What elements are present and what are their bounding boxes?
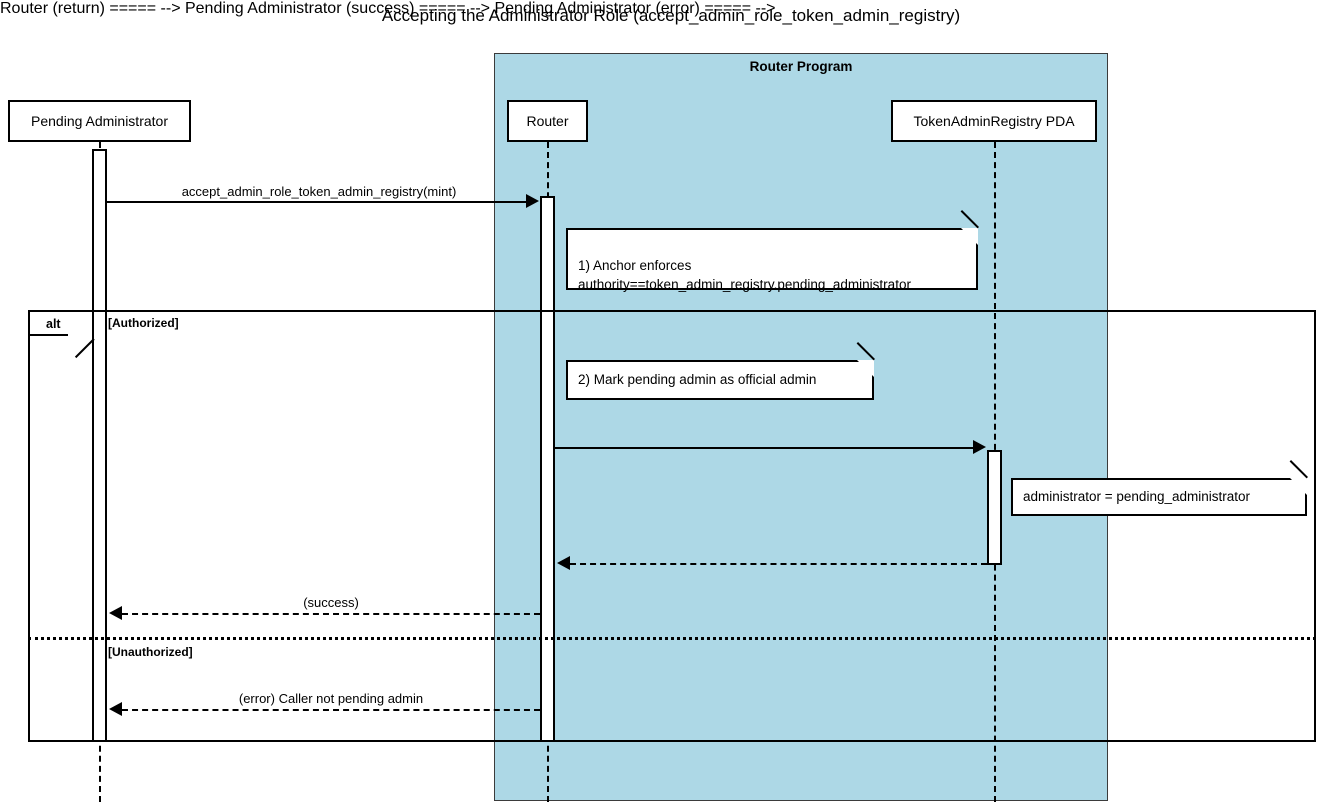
participant-token-admin-registry-pda[interactable]: TokenAdminRegistry PDA xyxy=(891,100,1097,142)
guard-label-unauthorized: [Unauthorized] xyxy=(108,645,193,659)
participant-router[interactable]: Router xyxy=(507,100,588,142)
message-arrowhead-m3 xyxy=(557,556,570,570)
note-mark-pending-admin-text: 2) Mark pending admin as official admin xyxy=(578,372,817,388)
message-label-m4: (success) xyxy=(303,595,359,610)
page-title: Accepting the Administrator Role (accept… xyxy=(381,6,961,25)
note-administrator-assignment-text: administrator = pending_administrator xyxy=(1023,489,1250,505)
message-arrowhead-m2 xyxy=(973,440,986,454)
note-fold-icon xyxy=(1290,478,1307,495)
message-label-m5: (error) Caller not pending admin xyxy=(238,691,424,706)
alt-fragment-operator-tag: alt xyxy=(28,310,95,359)
alt-tag-bottom-edge xyxy=(30,334,68,336)
activation-router xyxy=(540,196,555,742)
alt-fragment-divider xyxy=(28,637,1316,640)
activation-token-admin-registry-pda xyxy=(987,450,1002,565)
alt-operator-label: alt xyxy=(46,317,61,331)
guard-label-authorized: [Authorized] xyxy=(108,316,179,330)
alt-tag-corner-mask xyxy=(74,320,90,336)
message-line-m3 xyxy=(570,563,987,565)
message-line-m4 xyxy=(122,613,540,615)
note-anchor-enforces: 1) Anchor enforces authority==token_admi… xyxy=(566,210,979,293)
message-label-m1: accept_admin_role_token_admin_registry(m… xyxy=(181,184,457,199)
participant-label-router: Router xyxy=(526,113,569,129)
message-line-m2 xyxy=(555,447,973,449)
note-fold-icon xyxy=(961,228,978,245)
note-mark-pending-admin: 2) Mark pending admin as official admin xyxy=(566,342,875,400)
note-anchor-enforces-text: 1) Anchor enforces authority==token_admi… xyxy=(578,257,911,293)
message-line-m5 xyxy=(122,709,540,711)
program-box-router-program: Router Program xyxy=(494,53,1108,801)
participant-pending-administrator[interactable]: Pending Administrator xyxy=(8,100,191,142)
message-arrowhead-m4 xyxy=(109,606,122,620)
participant-label-token-admin-registry-pda: TokenAdminRegistry PDA xyxy=(913,113,1075,129)
activation-pending-administrator xyxy=(92,149,107,742)
message-line-m1 xyxy=(107,201,526,203)
note-fold-line-icon xyxy=(1289,460,1308,479)
note-administrator-assignment: administrator = pending_administrator xyxy=(1011,460,1308,516)
message-arrowhead-m5 xyxy=(109,702,122,716)
message-arrowhead-m1 xyxy=(526,194,539,208)
participant-label-pending-administrator: Pending Administrator xyxy=(31,113,168,129)
note-fold-icon xyxy=(857,360,874,377)
program-box-label: Router Program xyxy=(749,59,853,74)
